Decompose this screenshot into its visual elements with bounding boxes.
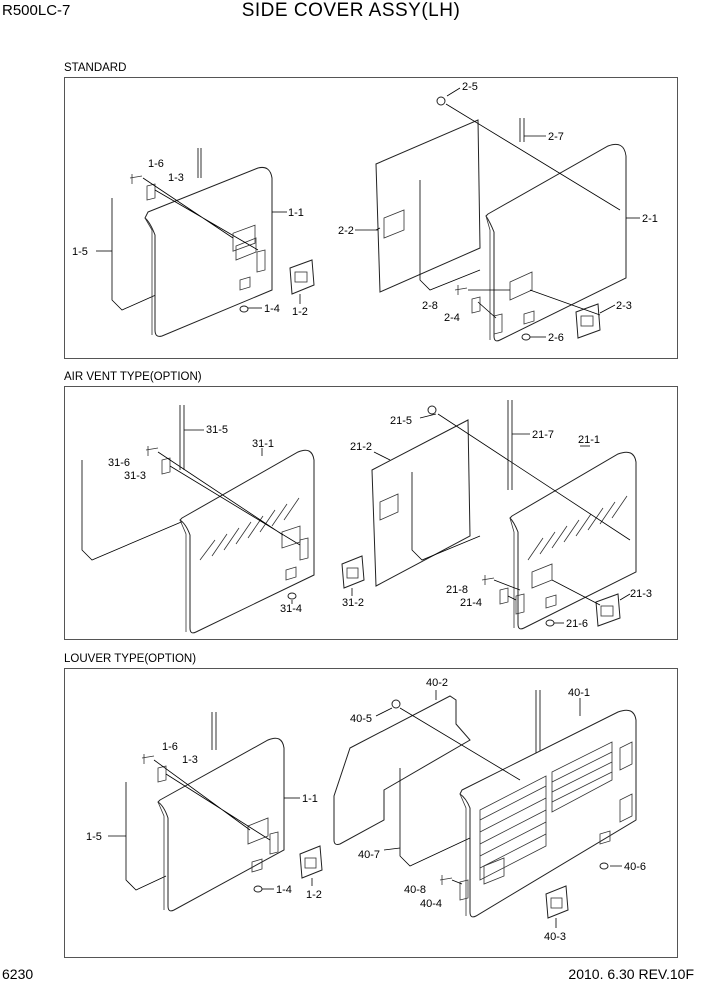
label-21-3: 21-3 [630,588,652,600]
standard-drawing [96,87,640,342]
section-label-air-vent: AIR VENT TYPE(OPTION) [64,371,202,383]
label-1-6: 1-6 [148,158,164,170]
label-2-4: 2-4 [444,312,460,324]
model-name: R500LC-7 [2,2,71,19]
label-2-8: 2-8 [422,300,438,312]
label-louver-1-2: 1-2 [306,889,322,901]
louver-drawing [108,690,637,928]
label-21-6: 21-6 [566,618,588,630]
air-vent-drawing [81,400,637,634]
label-louver-1-5: 1-5 [86,831,102,843]
label-21-2: 21-2 [350,441,372,453]
label-21-1: 21-1 [578,434,600,446]
label-40-1: 40-1 [568,687,590,699]
label-40-7: 40-7 [358,849,380,861]
label-40-8: 40-8 [404,884,426,896]
label-21-4: 21-4 [460,597,482,609]
label-1-5: 1-5 [72,246,88,258]
label-1-1: 1-1 [288,207,304,219]
label-31-1: 31-1 [252,438,274,450]
label-2-1: 2-1 [642,213,658,225]
label-2-3: 2-3 [616,300,632,312]
panel-louver [64,668,678,958]
label-louver-1-4: 1-4 [276,884,292,896]
label-1-4: 1-4 [264,303,280,315]
label-1-2: 1-2 [292,306,308,318]
label-31-2: 31-2 [342,597,364,609]
section-label-standard: STANDARD [64,62,127,74]
label-40-3: 40-3 [544,931,566,943]
label-louver-1-1: 1-1 [302,793,318,805]
label-40-6: 40-6 [624,861,646,873]
label-40-5: 40-5 [350,713,372,725]
label-31-4: 31-4 [280,603,302,615]
label-40-4: 40-4 [420,898,442,910]
label-2-5: 2-5 [462,81,478,93]
section-label-louver: LOUVER TYPE(OPTION) [64,653,197,665]
label-21-5: 21-5 [390,415,412,427]
date-revision: 2010. 6.30 REV.10F [568,966,694,982]
label-31-6: 31-6 [108,457,130,469]
label-louver-1-3: 1-3 [182,754,198,766]
label-31-3: 31-3 [124,470,146,482]
page-title: SIDE COVER ASSY(LH) [241,0,461,21]
label-2-2: 2-2 [338,225,354,237]
label-31-5: 31-5 [206,424,228,436]
label-21-7: 21-7 [532,429,554,441]
panel-standard [64,77,678,359]
label-2-6: 2-6 [548,332,564,344]
label-2-7: 2-7 [548,131,564,143]
label-louver-1-6: 1-6 [162,741,178,753]
page-number: 6230 [2,966,34,982]
label-40-2: 40-2 [426,677,448,689]
label-21-8: 21-8 [446,584,468,596]
label-1-3: 1-3 [168,172,184,184]
panel-air-vent [64,386,678,640]
